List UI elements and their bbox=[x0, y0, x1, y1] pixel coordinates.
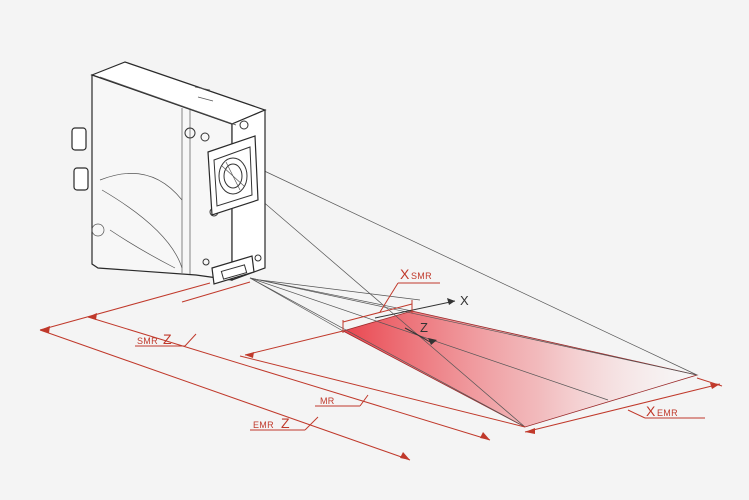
z-axis-arrow-icon bbox=[428, 338, 437, 345]
dimension-lines bbox=[39, 281, 723, 461]
smr-z-main-label: Z bbox=[163, 331, 172, 347]
coordinate-axes: X Z bbox=[374, 293, 469, 345]
axis-x-label: X bbox=[460, 293, 469, 308]
x-smr-sub-label: SMR bbox=[411, 271, 432, 281]
axis-z-label: Z bbox=[420, 320, 428, 335]
laser-emitter-icon bbox=[211, 255, 255, 285]
dimension-labels: X SMR SMR Z MR EMR Z X EMR bbox=[137, 266, 678, 431]
x-axis-arrow-icon bbox=[447, 298, 455, 305]
connector-icon bbox=[71, 127, 87, 151]
x-emr-main-label: X bbox=[646, 403, 656, 419]
x-smr-main-label: X bbox=[400, 266, 410, 282]
x-emr-sub-label: EMR bbox=[657, 408, 678, 418]
emr-z-sub-label: EMR bbox=[253, 420, 274, 430]
laser-profile-sensor-icon bbox=[71, 61, 267, 285]
emr-z-main-label: Z bbox=[281, 415, 290, 431]
smr-z-sub-label: SMR bbox=[137, 336, 158, 346]
mr-label: MR bbox=[320, 396, 335, 406]
laser-field bbox=[341, 310, 699, 428]
connector-icon bbox=[73, 167, 89, 191]
camera-lens-icon bbox=[207, 135, 259, 216]
